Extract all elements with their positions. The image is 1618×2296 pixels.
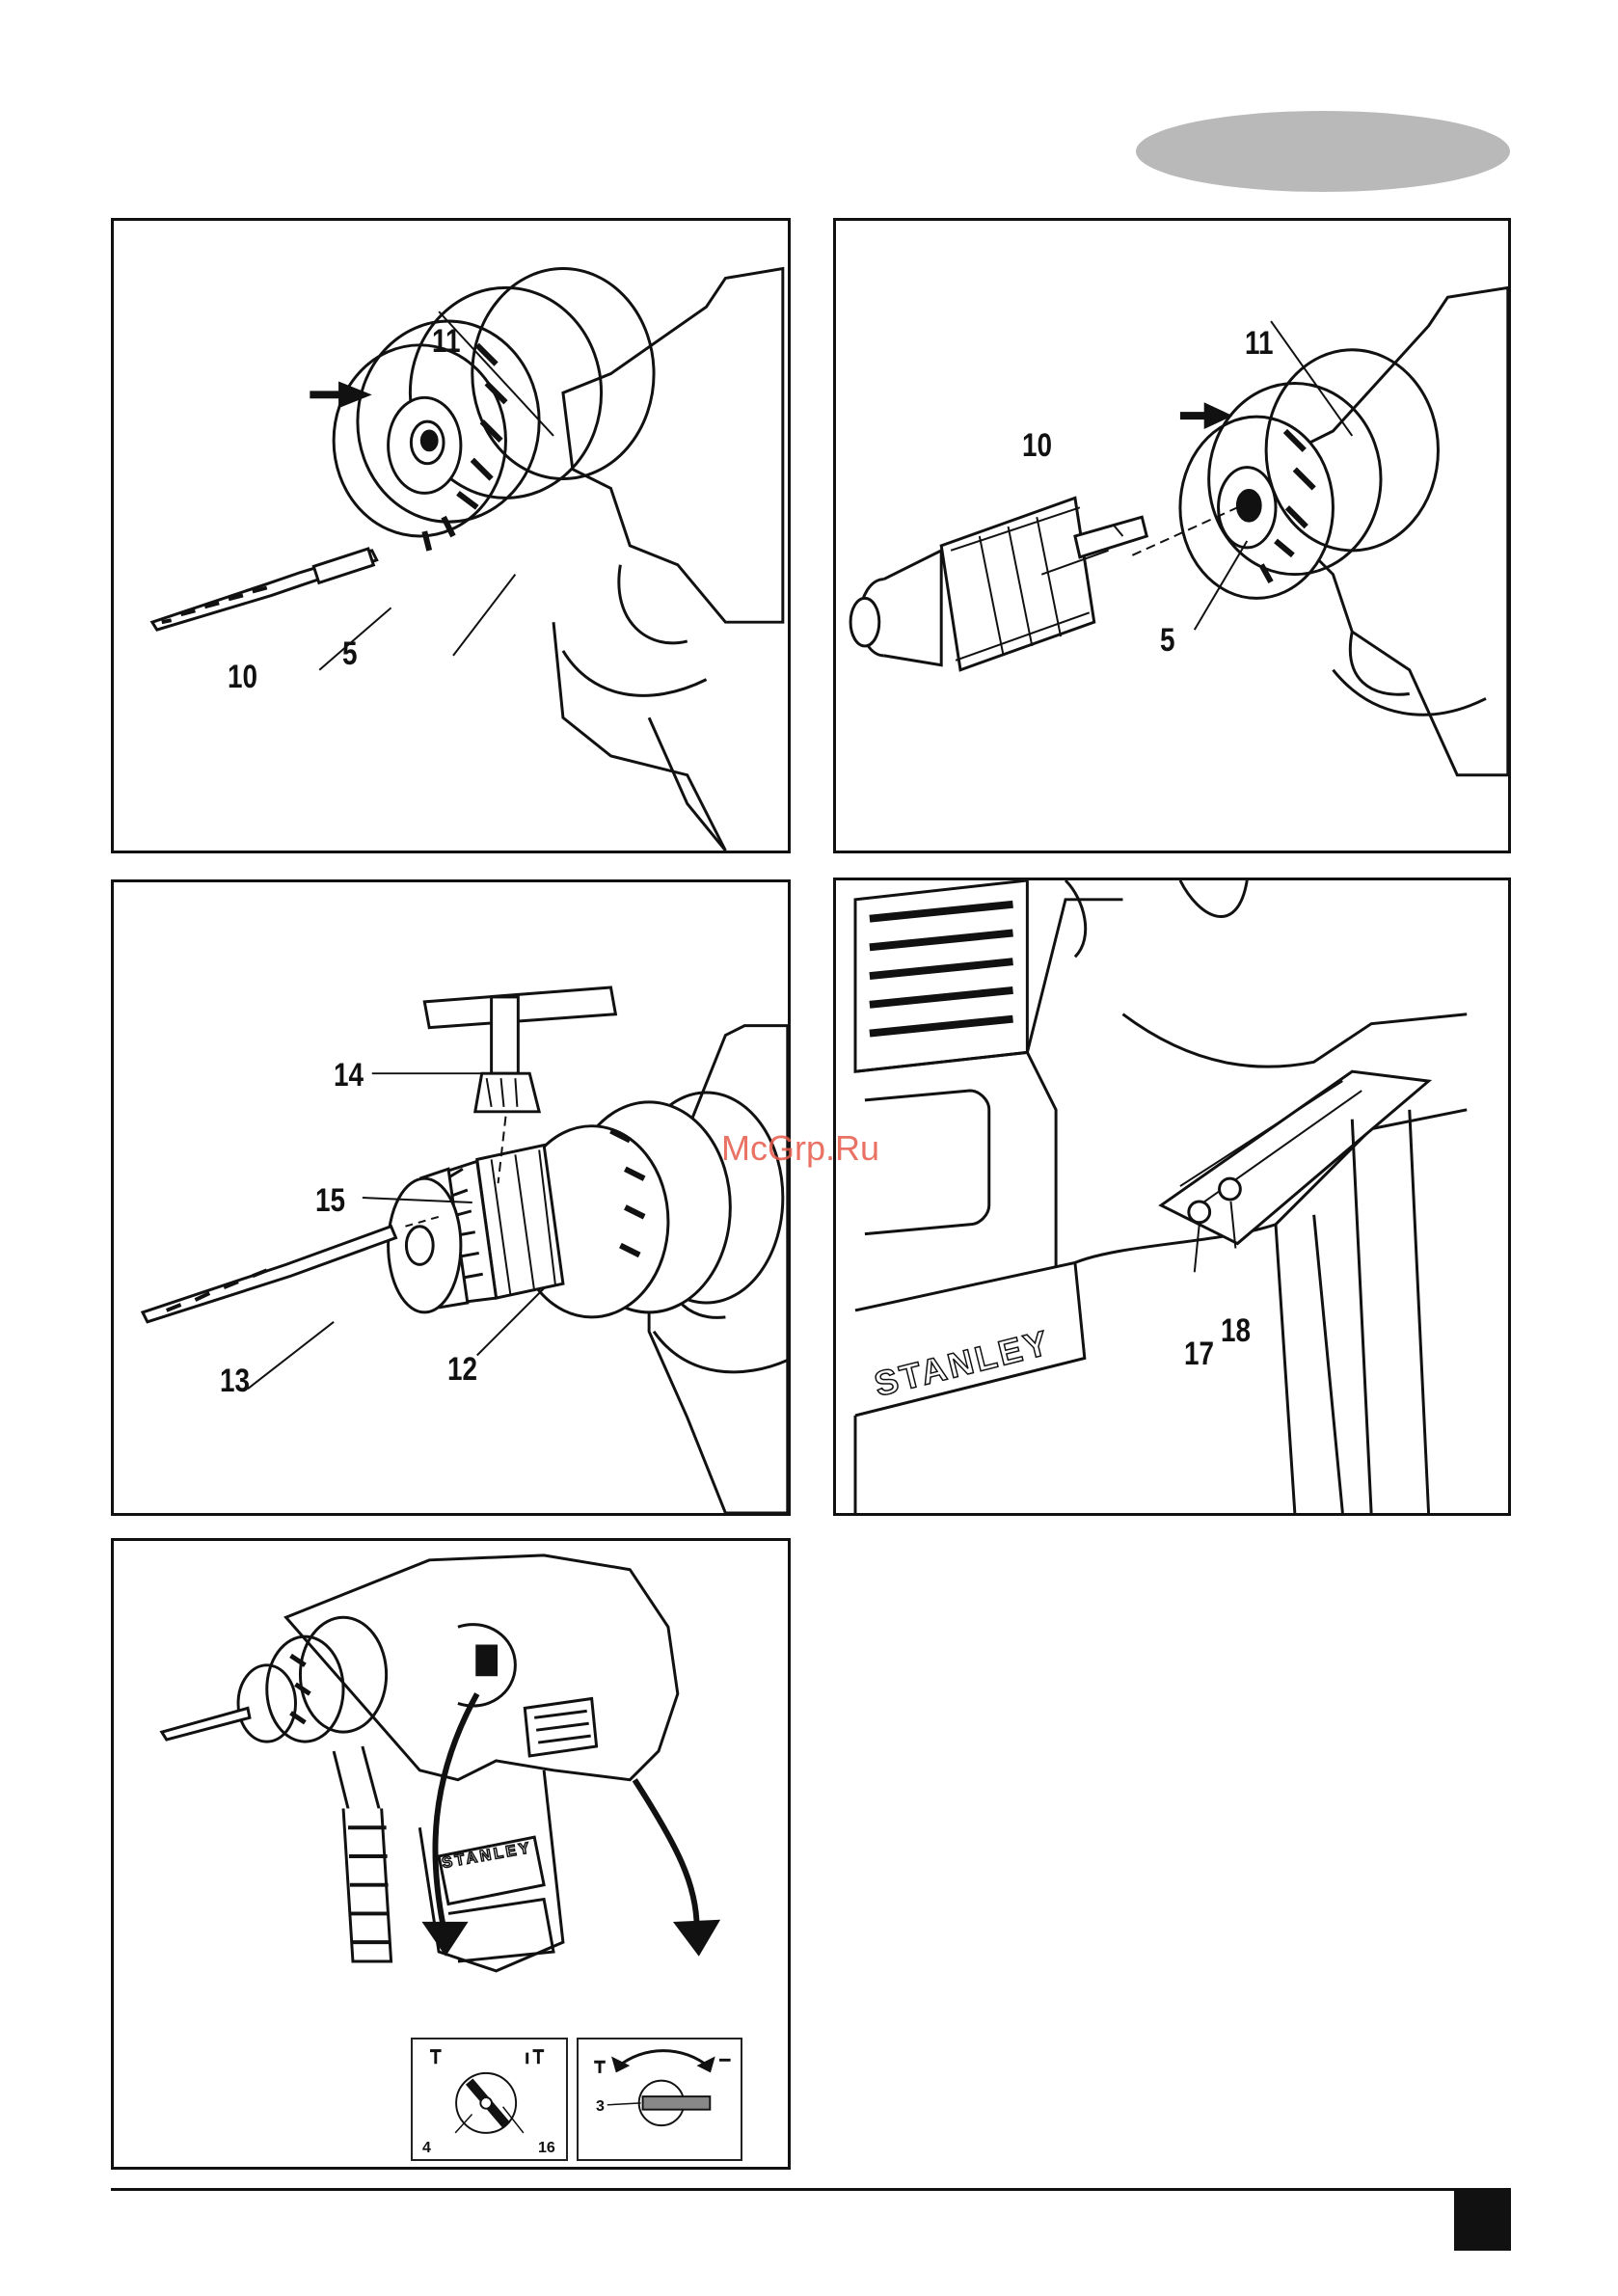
page-number-box (1454, 2189, 1511, 2251)
drill-sds-insert-illustration (114, 221, 788, 851)
drill-chuck-adapter-illustration (836, 221, 1508, 851)
callout-4: 4 (422, 2141, 431, 2156)
drill-indicator-lights-illustration (836, 880, 1508, 1513)
inset-mode-selector: 4 16 (411, 2038, 568, 2161)
watermark: McGrp.Ru (721, 1128, 879, 1169)
callout-17: 17 (1184, 1337, 1214, 1370)
figure-panel-d: STANLEY 17 18 (833, 878, 1511, 1516)
callout-10: 10 (228, 661, 257, 693)
callout-11: 11 (432, 325, 460, 358)
callout-13: 13 (220, 1364, 250, 1397)
callout-5: 5 (342, 637, 358, 670)
figure-panel-c: 14 15 13 12 (111, 879, 791, 1516)
figure-panel-b: 11 10 5 (833, 218, 1511, 853)
callout-12: 12 (447, 1353, 477, 1386)
callout-18: 18 (1221, 1314, 1251, 1347)
inset-lock-switch: 3 (577, 2038, 742, 2161)
callout-14: 14 (334, 1059, 364, 1092)
figure-panel-e: STANLEY 4 16 (111, 1538, 791, 2170)
footer-rule (111, 2188, 1511, 2191)
language-tab (1136, 111, 1510, 192)
callout-5: 5 (1160, 624, 1175, 657)
callout-11: 11 (1245, 327, 1273, 360)
callout-3: 3 (596, 2099, 605, 2115)
callout-10: 10 (1022, 429, 1052, 462)
callout-16: 16 (538, 2141, 555, 2156)
callout-15: 15 (315, 1184, 345, 1217)
drill-chuck-key-illustration (114, 882, 788, 1513)
figure-panel-a: 11 10 5 (111, 218, 791, 853)
